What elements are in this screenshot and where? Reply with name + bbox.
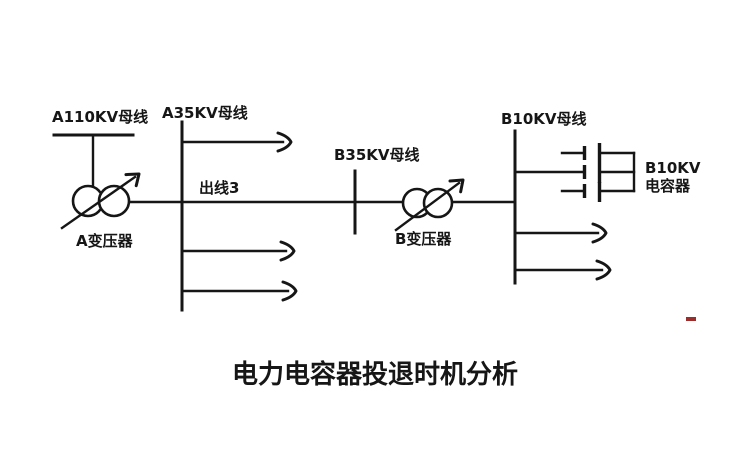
transformer-a-arrowhead-icon: [124, 172, 141, 188]
feeder-arrow-a35-1: [181, 131, 293, 153]
feeder-arrowhead-icon: [595, 259, 612, 281]
capacitor-label-line1: B10KV: [645, 159, 701, 177]
feeder-arrow-a35-3: [181, 280, 298, 302]
bus-b10kv: B10KV母线 B10KV 电容器: [501, 110, 701, 285]
bus-b10kv-label: B10KV母线: [501, 110, 587, 128]
feeder-line3-label: 出线3: [199, 179, 239, 197]
transformer-b-arrowhead-icon: [448, 178, 465, 194]
red-marker: [686, 317, 696, 321]
capacitor-label-line2: 电容器: [645, 177, 691, 195]
feeder-arrow-a35-2: [181, 240, 296, 262]
bus-a110kv: A110KV母线: [52, 108, 148, 192]
bus-a110kv-label: A110KV母线: [52, 108, 148, 126]
transformer-a-label: A变压器: [76, 232, 134, 250]
transformer-b-secondary-winding: [422, 187, 454, 219]
diagram-title: 电力电容器投退时机分析: [232, 359, 518, 390]
capacitor-bank: B10KV 电容器: [514, 143, 701, 202]
feeder-arrowhead-icon: [591, 222, 608, 244]
bus-a35kv-label: A35KV母线: [162, 104, 248, 122]
bus-a35kv: A35KV母线 出线3: [162, 104, 298, 312]
bus-b35kv-label: B35KV母线: [334, 146, 420, 164]
feeder-arrow-b10-2: [514, 259, 612, 281]
transformer-a: A变压器: [60, 172, 141, 250]
feeder-arrow-b10-1: [514, 222, 608, 244]
transformer-b-regulation-arrow-shaft: [394, 181, 461, 232]
feeder-arrowhead-icon: [281, 280, 298, 302]
feeder-arrowhead-icon: [279, 240, 296, 262]
transformer-a-regulation-arrow-shaft: [60, 175, 137, 230]
bus-b35kv: B35KV母线: [334, 146, 420, 235]
transformer-b: B变压器: [394, 178, 465, 248]
feeder-arrowhead-icon: [276, 131, 293, 153]
transformer-b-label: B变压器: [395, 230, 452, 248]
